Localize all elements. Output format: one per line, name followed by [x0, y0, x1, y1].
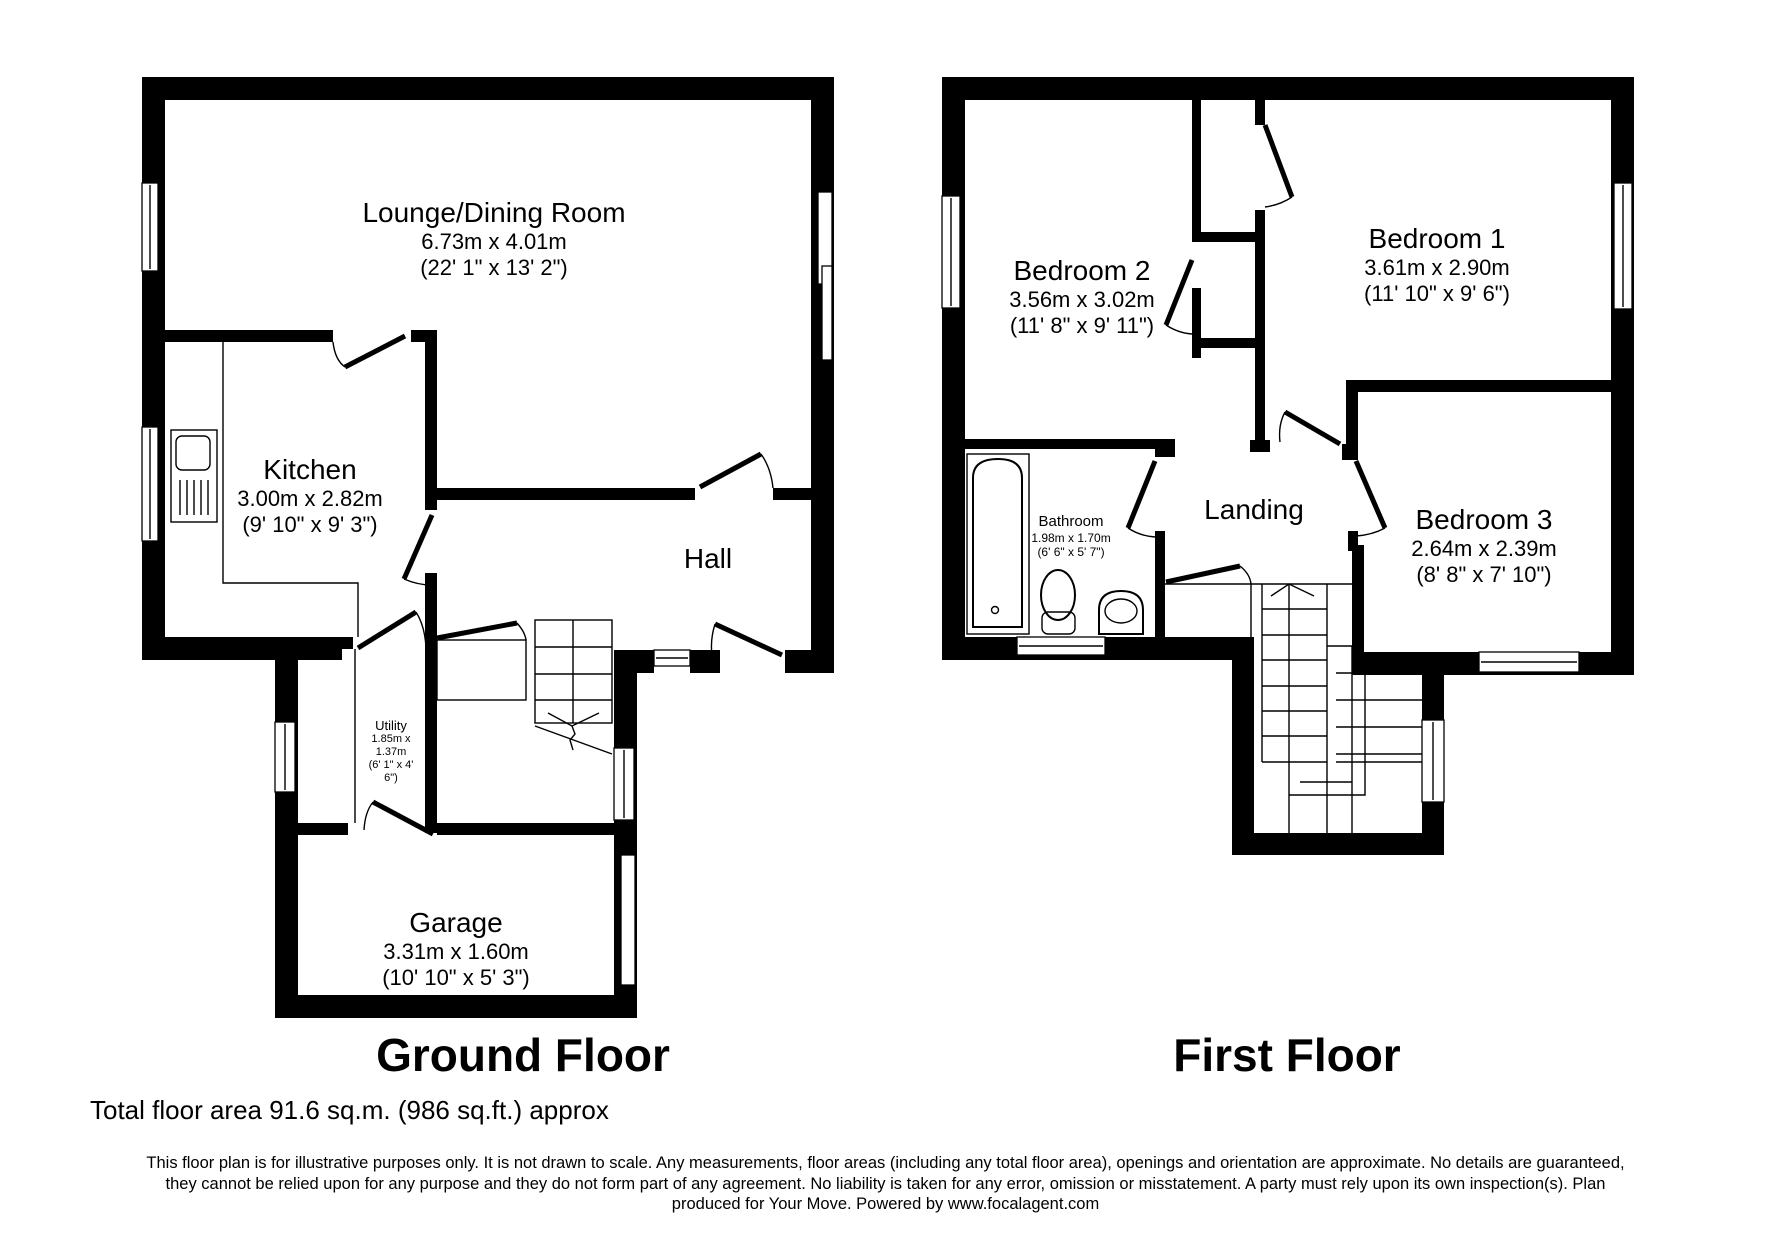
room-name: Utility: [375, 718, 407, 733]
room-label-lounge: Lounge/Dining Room 6.73m x 4.01m (22' 1"…: [362, 196, 625, 281]
room-label-hall: Hall: [684, 542, 732, 575]
first-floor-title: First Floor: [1173, 1029, 1401, 1081]
room-dimensions-imperial: (10' 10" x 5' 3"): [382, 964, 530, 990]
room-dimensions-metric: 3.56m x 3.02m: [1009, 287, 1155, 313]
room-name: Bedroom 2: [1013, 255, 1151, 286]
basin-icon: [1098, 589, 1144, 635]
room-name: Lounge/Dining Room: [362, 197, 626, 228]
room-dimensions-metric: 3.61m x 2.90m: [1364, 255, 1510, 281]
room-dimensions-metric: 6.73m x 4.01m: [421, 229, 567, 255]
window-icon: [941, 182, 1633, 803]
room-name: Garage: [409, 907, 503, 938]
room-label-garage: Garage 3.31m x 1.60m (10' 10" x 5' 3"): [382, 906, 530, 991]
ground-floor-title: Ground Floor: [376, 1029, 670, 1081]
room-label-bedroom1: Bedroom 1 3.61m x 2.90m (11' 10" x 9' 6"…: [1364, 222, 1510, 307]
door-icon: [1125, 124, 1388, 585]
room-name: Bedroom 1: [1368, 223, 1506, 254]
room-name: Landing: [1204, 494, 1304, 525]
stairs-icon: [534, 619, 613, 755]
disclaimer-line: they cannot be relied upon for any purpo…: [165, 1174, 1606, 1193]
room-label-utility: Utility 1.85m x 1.37m (6' 1" x 4' 6"): [369, 718, 414, 785]
room-dimensions-imperial: (22' 1" x 13' 2"): [420, 254, 568, 280]
door-icon: [332, 333, 784, 837]
disclaimer-line: This floor plan is for illustrative purp…: [146, 1154, 1625, 1172]
room-dimensions-imperial: 6"): [384, 772, 398, 785]
room-label-bathroom: Bathroom 1.98m x 1.70m (6' 6" x 5' 7"): [1031, 513, 1110, 559]
room-dimensions-imperial: (9' 10" x 9' 3"): [242, 511, 378, 537]
toilet-icon: [1040, 569, 1076, 635]
room-dimensions-imperial: (8' 8" x 7' 10"): [1416, 561, 1552, 587]
room-dimensions-imperial: (11' 8" x 9' 11"): [1009, 312, 1155, 338]
stairs-icon: [1165, 583, 1422, 833]
room-dimensions-metric: 1.85m x: [371, 733, 411, 746]
room-dimensions-imperial: (6' 6" x 5' 7"): [1037, 544, 1105, 559]
disclaimer: This floor plan is for illustrative purp…: [30, 1153, 1741, 1215]
room-dimensions-imperial: (11' 10" x 9' 6"): [1364, 280, 1510, 306]
ground-floor-plan: [141, 77, 834, 1018]
bath-icon: [966, 453, 1030, 635]
room-name: Kitchen: [263, 454, 357, 485]
first-floor-plan: [941, 77, 1634, 855]
room-label-bedroom2: Bedroom 2 3.56m x 3.02m (11' 8" x 9' 11"…: [1009, 254, 1155, 339]
room-dimensions-metric: 1.37m: [375, 746, 407, 759]
room-dimensions-metric: 3.00m x 2.82m: [237, 486, 383, 512]
room-label-landing: Landing: [1204, 493, 1304, 526]
room-dimensions-imperial: (6' 1" x 4': [368, 759, 414, 772]
room-dimensions-metric: 2.64m x 2.39m: [1411, 536, 1557, 562]
window-icon: [141, 182, 833, 986]
room-name: Bedroom 3: [1415, 504, 1553, 535]
room-name: Bathroom: [1038, 513, 1104, 530]
sink-icon: [170, 429, 218, 523]
total-floor-area: Total floor area 91.6 sq.m. (986 sq.ft.)…: [90, 1095, 609, 1125]
room-name: Hall: [683, 543, 733, 574]
room-label-kitchen: Kitchen 3.00m x 2.82m (9' 10" x 9' 3"): [237, 453, 383, 538]
room-dimensions-metric: 1.98m x 1.70m: [1031, 530, 1111, 545]
room-dimensions-metric: 3.31m x 1.60m: [383, 939, 529, 965]
room-label-bedroom3: Bedroom 3 2.64m x 2.39m (8' 8" x 7' 10"): [1411, 503, 1557, 588]
disclaimer-line: produced for Your Move. Powered by www.f…: [671, 1195, 1100, 1214]
